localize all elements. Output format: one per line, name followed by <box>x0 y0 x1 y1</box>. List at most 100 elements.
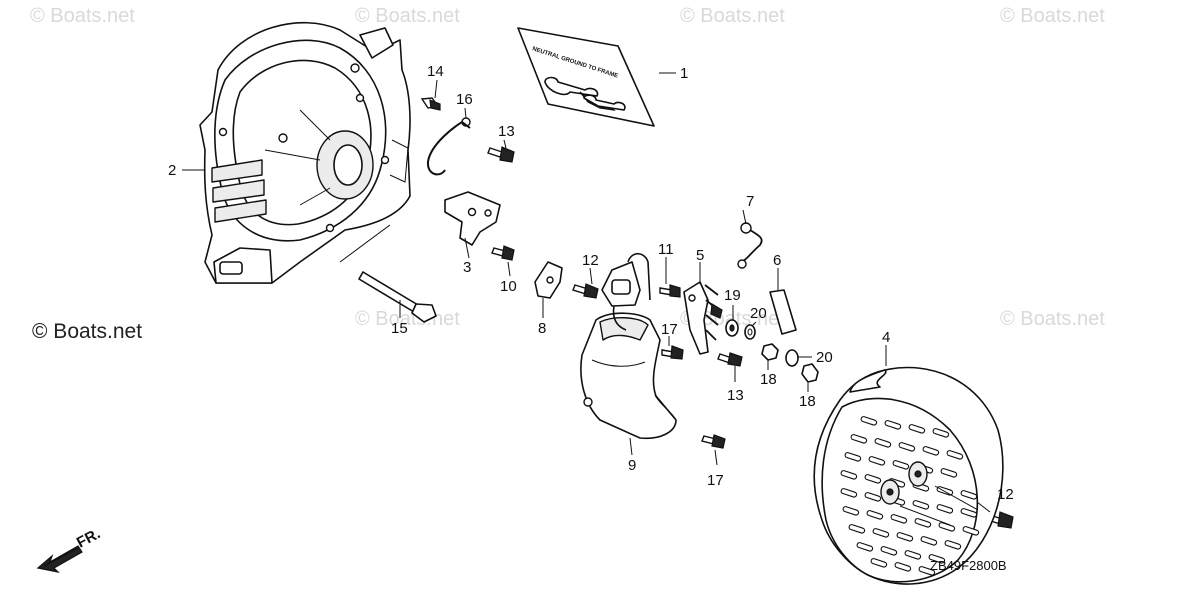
callout-6: 6 <box>773 252 781 269</box>
cover-slot <box>932 428 950 438</box>
cover-slot <box>912 500 930 510</box>
callout-14: 14 <box>427 63 444 80</box>
callout-18-right: 18 <box>799 393 816 410</box>
screw-13a <box>487 146 515 163</box>
cover-slot <box>890 514 908 524</box>
cover-slot <box>944 540 962 550</box>
washer-19 <box>725 319 739 337</box>
screw-17b <box>701 434 726 449</box>
nut-18a <box>761 343 779 361</box>
ground-wire-16 <box>426 117 471 176</box>
end-cover-4 <box>813 366 1004 585</box>
cover-slot <box>940 468 958 478</box>
cover-slot <box>868 456 886 466</box>
cover-slot <box>872 528 890 538</box>
callout-12-lower: 12 <box>997 486 1014 503</box>
cover-slot <box>960 490 978 500</box>
source-label: © Boats.net <box>32 320 142 343</box>
callout-20-left: 20 <box>750 305 767 322</box>
cover-slot <box>920 536 938 546</box>
cover-slot <box>842 506 860 516</box>
callout-20-right: 20 <box>816 349 833 366</box>
cover-slot <box>864 492 882 502</box>
watermark-text: © Boats.net <box>1000 308 1105 330</box>
cover-slot <box>936 486 954 496</box>
cover-slot <box>936 504 954 514</box>
callout-5: 5 <box>696 247 704 264</box>
wire-7 <box>737 222 763 269</box>
long-bolt-15 <box>358 271 437 323</box>
cover-slot <box>884 420 902 430</box>
bracket-3 <box>444 191 501 246</box>
diagram-code: ZB49F2800B <box>930 558 1007 573</box>
washer-20a <box>744 324 756 340</box>
callout-13-lower: 13 <box>727 387 744 404</box>
callout-15: 15 <box>391 320 408 337</box>
leader-lines <box>182 72 991 526</box>
callout-16: 16 <box>456 91 473 108</box>
callout-12-upper: 12 <box>582 252 599 269</box>
cover-slot <box>946 450 964 460</box>
cover-slot <box>840 470 858 480</box>
cover-slot <box>894 562 912 572</box>
cover-slot <box>860 416 878 426</box>
cover-slot <box>892 460 910 470</box>
callout-13-upper: 13 <box>498 123 515 140</box>
cover-slot <box>908 424 926 434</box>
cover-slot <box>960 508 978 518</box>
cover-slot <box>848 524 866 534</box>
callout-17-upper: 17 <box>661 321 678 338</box>
cover-slot <box>904 550 922 560</box>
callout-2: 2 <box>168 162 176 179</box>
watermark-text: © Boats.net <box>680 5 785 27</box>
cover-slot <box>898 442 916 452</box>
terminal-plate-5 <box>683 281 723 355</box>
watermark-layer: © Boats.net © Boats.net © Boats.net © Bo… <box>30 5 1105 343</box>
washer-20b <box>785 349 799 367</box>
cover-slot <box>840 488 858 498</box>
callout-19: 19 <box>724 287 741 304</box>
cover-slot <box>870 558 888 568</box>
cover-slot <box>864 474 882 484</box>
screw-12a <box>572 283 599 299</box>
cover-slot <box>914 518 932 528</box>
screw-11 <box>659 284 681 298</box>
generator-housing <box>199 22 411 284</box>
cover-slots <box>840 416 980 576</box>
cover-slot <box>922 446 940 456</box>
nut-18b <box>801 363 819 383</box>
clip-8 <box>534 261 563 299</box>
ground-tag-kit: NEUTRAL GROUND TO FRAME <box>517 27 655 127</box>
cover-slot <box>962 526 980 536</box>
cover-slot <box>896 532 914 542</box>
cover-slot <box>866 510 884 520</box>
cover-slot <box>918 566 936 576</box>
callout-11: 11 <box>658 241 674 258</box>
callout-4: 4 <box>882 329 890 346</box>
cover-slot <box>850 434 868 444</box>
cover-slot <box>874 438 892 448</box>
callout-layer: 1 2 3 4 5 6 7 8 9 10 11 12 12 13 13 14 1… <box>168 63 1014 503</box>
cover-slot <box>928 554 946 564</box>
callout-9: 9 <box>628 457 636 474</box>
cover-9 <box>580 252 677 440</box>
watermark-text: © Boats.net <box>30 5 135 27</box>
watermark-text: © Boats.net <box>355 5 460 27</box>
callout-18-left: 18 <box>760 371 777 388</box>
screw-13b <box>717 352 743 367</box>
screw-10 <box>491 245 515 261</box>
callout-3: 3 <box>463 259 471 276</box>
callout-1: 1 <box>680 65 688 82</box>
callout-7: 7 <box>746 193 754 210</box>
front-arrow: FR. <box>36 525 103 573</box>
cover-slot <box>880 546 898 556</box>
callout-8: 8 <box>538 320 546 337</box>
callout-10: 10 <box>500 278 517 295</box>
cover-slot <box>856 542 874 552</box>
strip-6 <box>769 289 797 335</box>
watermark-text: © Boats.net <box>1000 5 1105 27</box>
callout-17-lower: 17 <box>707 472 724 489</box>
screw-14 <box>420 97 441 111</box>
cover-slot <box>844 452 862 462</box>
